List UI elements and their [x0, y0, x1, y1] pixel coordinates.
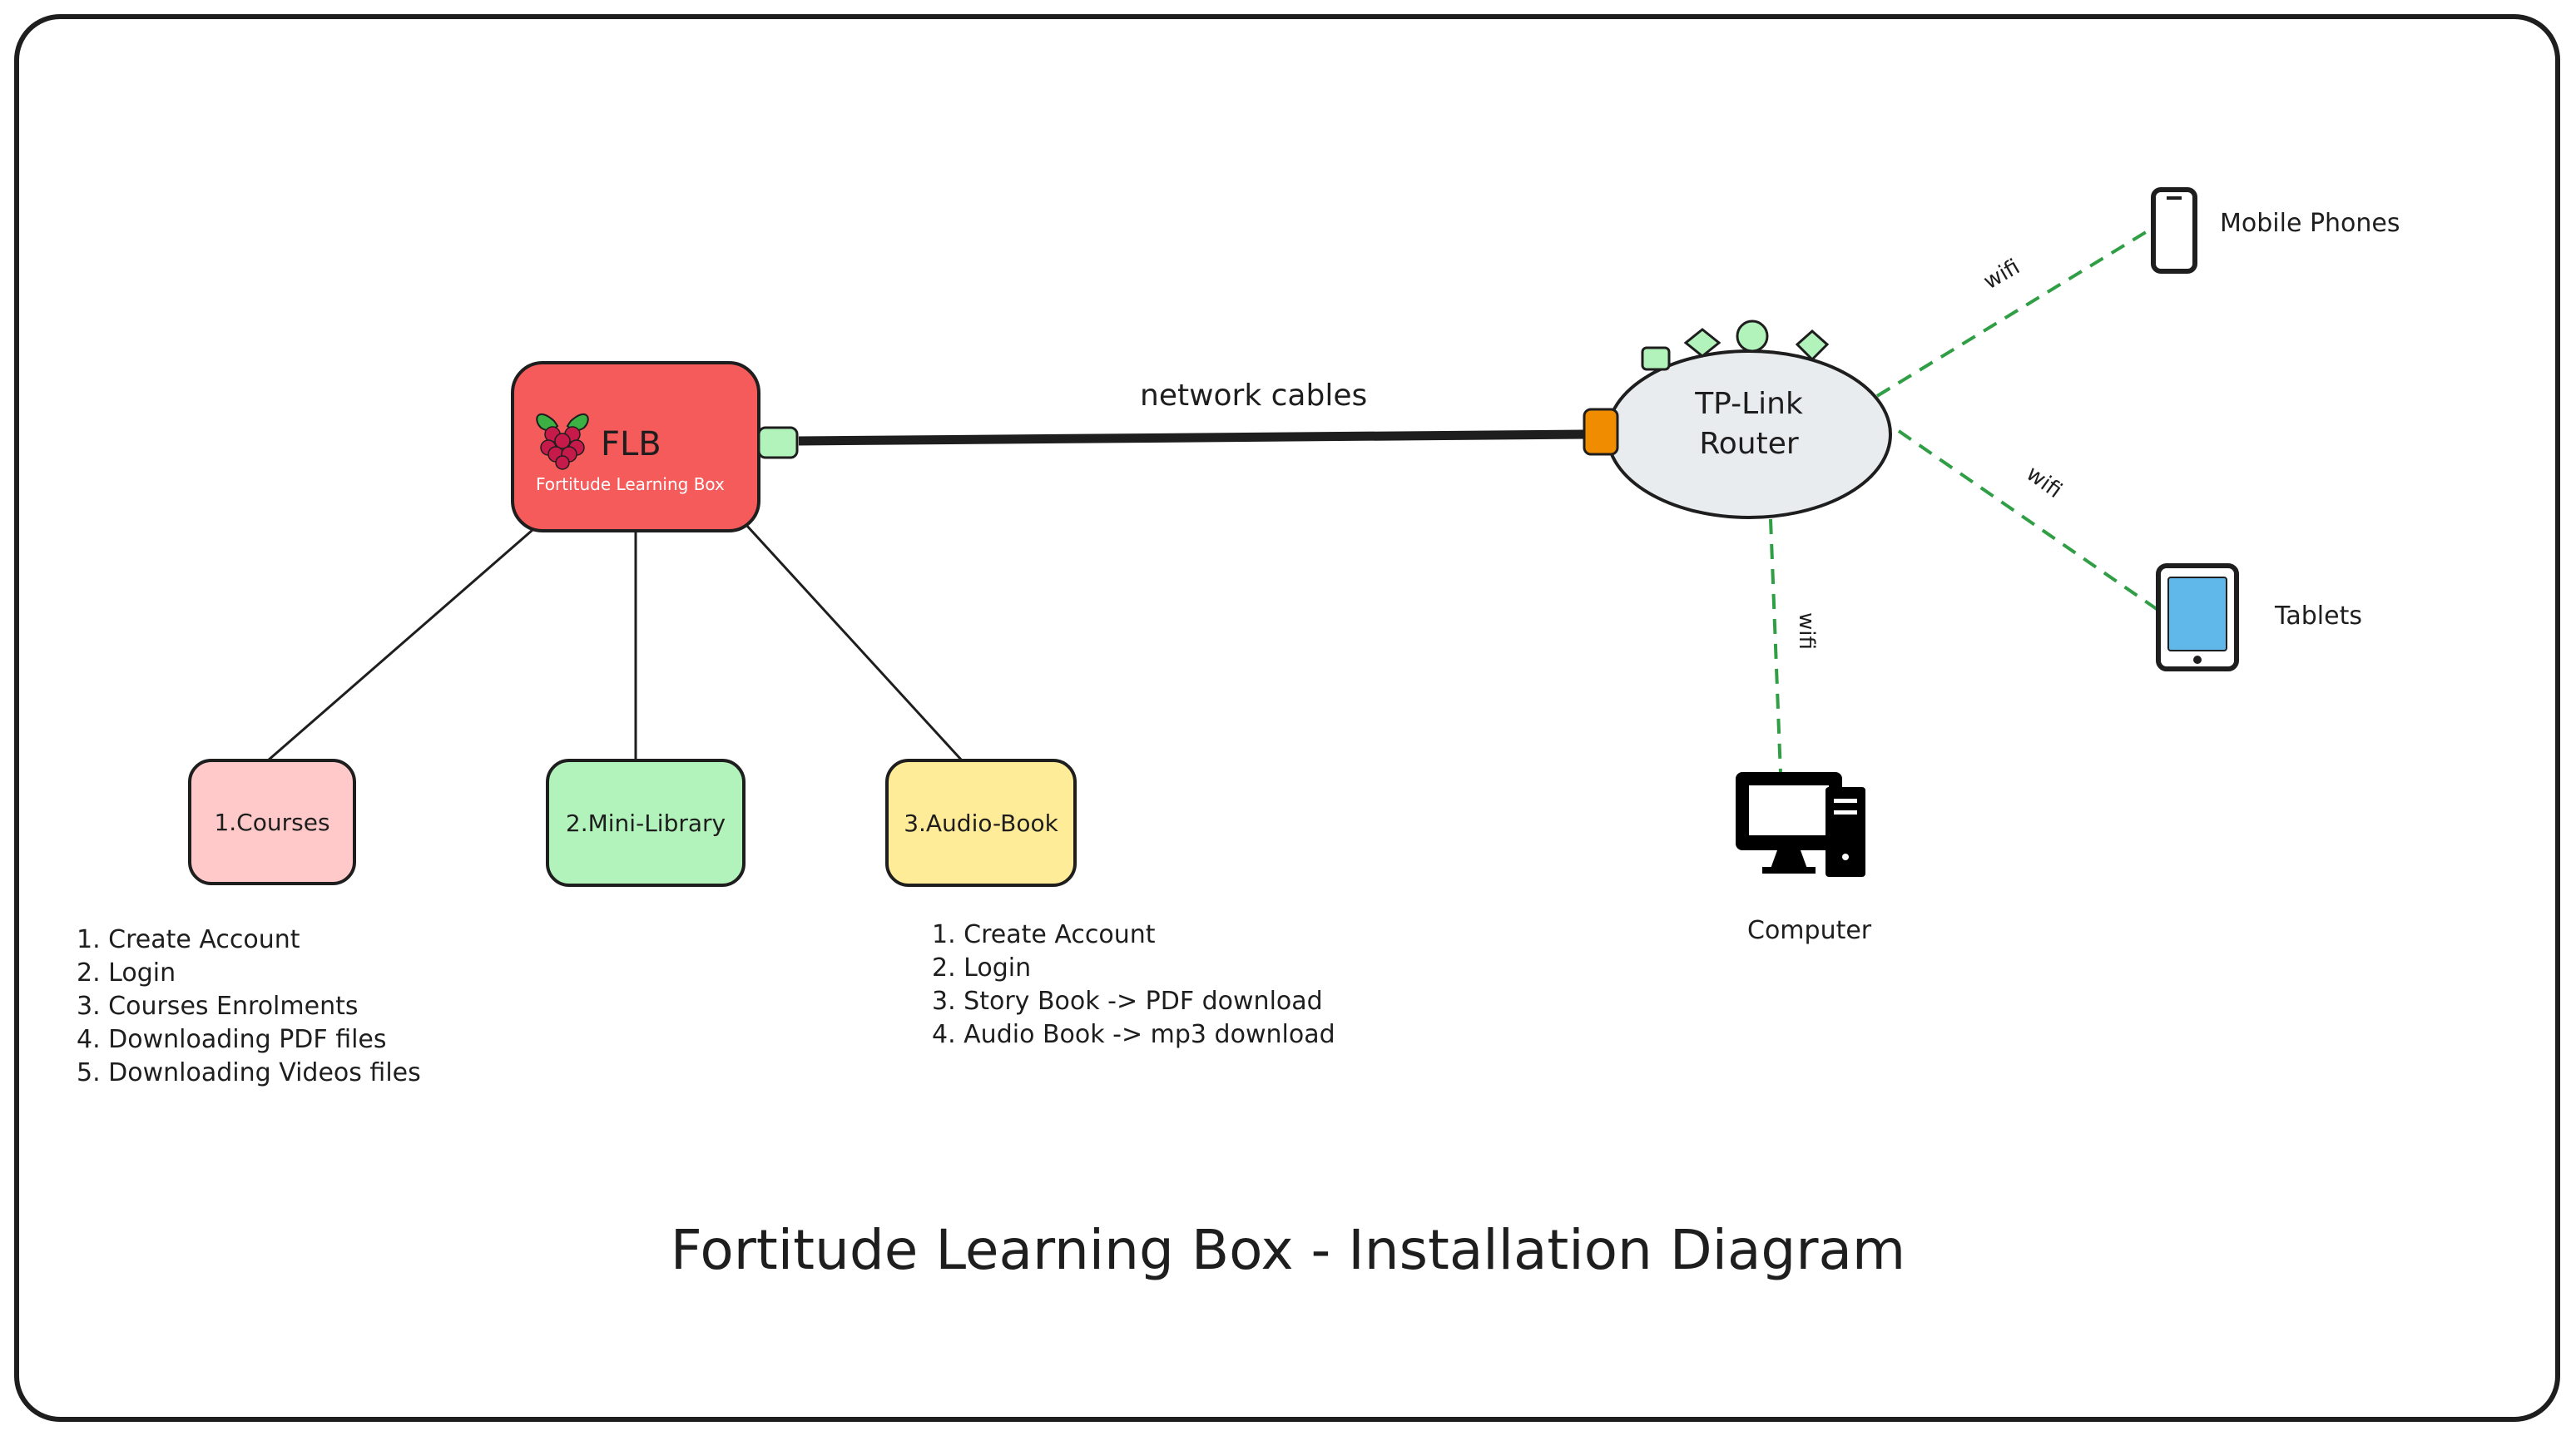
mobile-phones-label: Mobile Phones [2220, 209, 2400, 238]
mini-library-box [546, 759, 746, 887]
wifi-label-computer: wifi [1794, 612, 1819, 650]
flb-network-port [757, 426, 799, 459]
cable-label: network cables [1140, 379, 1368, 413]
tablet-icon [2156, 563, 2239, 671]
diagram-frame [14, 14, 2560, 1422]
list-item: 3. Story Book -> PDF download [932, 987, 1323, 1016]
list-item: 4. Audio Book -> mp3 download [932, 1020, 1335, 1049]
link-flb-audiobook [744, 522, 964, 762]
link-flb-courses [267, 522, 540, 762]
network-cable [798, 429, 1592, 446]
list-item: 1. Create Account [932, 920, 1156, 949]
list-item: 2. Login [77, 958, 176, 988]
list-item: 2. Login [932, 953, 1032, 983]
desktop-computer-icon [1736, 772, 1865, 877]
courses-box [188, 759, 356, 885]
audiobook-steps-list: 1. Create Account 2. Login 3. Story Book… [932, 919, 1335, 1052]
router-network-port [1583, 408, 1619, 456]
mobile-phone-icon [2151, 187, 2197, 274]
courses-steps-list: 1. Create Account 2. Login 3. Courses En… [77, 923, 421, 1090]
mini-library-label: 2.Mini-Library [565, 809, 726, 837]
router-label: TP-Link Router [1631, 376, 1867, 473]
list-item: 1. Create Account [77, 925, 300, 954]
audio-book-label: 3.Audio-Book [904, 809, 1058, 837]
router-antennas [1641, 319, 1830, 371]
list-item: 4. Downloading PDF files [77, 1025, 387, 1054]
wifi-link-computer [1769, 518, 1782, 775]
flb-subtitle: Fortitude Learning Box [536, 474, 725, 494]
raspberry-pi-icon [536, 413, 589, 470]
audio-book-box [885, 759, 1077, 887]
router-label-line1: TP-Link [1695, 387, 1803, 421]
diagram-title: Fortitude Learning Box - Installation Di… [670, 1218, 1906, 1282]
tablets-label: Tablets [2275, 602, 2362, 631]
courses-label: 1.Courses [214, 808, 330, 836]
wifi-link-tablet [1897, 429, 2158, 611]
list-item: 3. Courses Enrolments [77, 992, 359, 1021]
computer-label: Computer [1747, 916, 1872, 945]
router-label-line2: Router [1699, 427, 1799, 461]
wifi-link-phone [1875, 228, 2152, 398]
list-item: 5. Downloading Videos files [77, 1058, 421, 1087]
flb-name: FLB [601, 425, 661, 463]
